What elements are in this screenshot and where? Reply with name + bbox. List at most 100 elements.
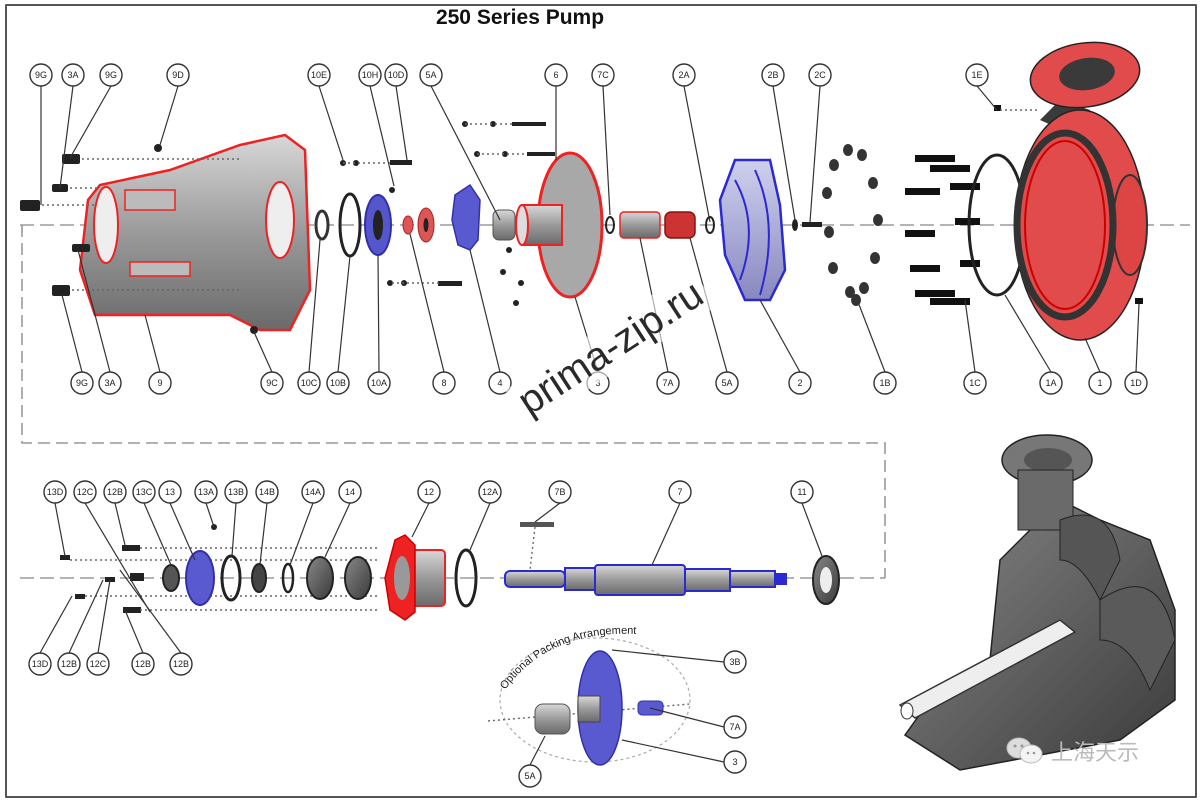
callout-label: 3A <box>104 378 115 388</box>
callout-leader-line <box>97 579 111 654</box>
callout-9: 9 <box>148 371 172 395</box>
bearing-housing-12 <box>384 534 446 621</box>
callout-11: 11 <box>790 480 814 504</box>
callout-13d: 13D <box>43 480 67 504</box>
callout-label: 13C <box>136 487 153 497</box>
callout-2: 2 <box>788 371 812 395</box>
callout-label: 9G <box>105 70 117 80</box>
seal-8a <box>402 215 414 235</box>
callout-label: 2 <box>797 378 802 388</box>
callout-leader-line <box>231 502 237 557</box>
callout-label: 10B <box>330 378 346 388</box>
callout-leader-line <box>124 609 144 654</box>
callout-14: 14 <box>338 480 362 504</box>
callout-10c: 10C <box>297 371 321 395</box>
callout-label: 2A <box>678 70 689 80</box>
callout-leader-line <box>308 239 321 373</box>
impeller-hardware <box>792 219 822 231</box>
callout-label: 13D <box>47 487 64 497</box>
callout-leader-line <box>651 502 681 566</box>
seal-hardware <box>340 160 462 286</box>
callout-leader-line <box>469 502 491 551</box>
packing-callout-3: 3 <box>723 750 747 774</box>
callout-leader-line <box>1084 337 1101 373</box>
callout-label: 3B <box>729 657 740 667</box>
packing-leader-line <box>529 735 546 766</box>
callout-leader-line <box>253 331 273 373</box>
callout-label: 7 <box>677 487 682 497</box>
callout-leader-line <box>430 85 501 221</box>
callout-leader-line <box>809 85 821 223</box>
callout-6: 6 <box>544 63 568 87</box>
callout-leader-line <box>289 502 314 566</box>
callout-2c: 2C <box>808 63 832 87</box>
callout-10a: 10A <box>367 371 391 395</box>
callout-9g: 9G <box>99 63 123 87</box>
callout-leader-line <box>337 255 351 373</box>
callout-label: 13B <box>228 487 244 497</box>
packing-callout-7a: 7A <box>723 715 747 739</box>
callout-leader-line <box>84 502 151 613</box>
callout-leader-line <box>602 85 611 216</box>
callout-label: 13D <box>32 659 49 669</box>
callout-leader-line <box>54 502 66 557</box>
callout-leader-line <box>395 85 408 161</box>
stuffing-box-cover-3 <box>515 151 604 299</box>
sleeve-7a <box>619 211 661 239</box>
callout-leader-line <box>169 502 196 561</box>
callout-label: 5A <box>425 70 436 80</box>
callout-label: 5A <box>721 378 732 388</box>
callout-12b: 12B <box>169 652 193 676</box>
callout-label: 2B <box>767 70 778 80</box>
callout-1b: 1B <box>873 371 897 395</box>
optional-packing-group: Optional Packing Arrangement <box>487 625 691 766</box>
callout-1: 1 <box>1088 371 1112 395</box>
callout-leader-line <box>39 595 73 654</box>
o-ring-12a <box>454 548 478 608</box>
callout-12: 12 <box>417 480 441 504</box>
callout-13c: 13C <box>132 480 156 504</box>
callout-label: 7A <box>662 378 673 388</box>
callout-10b: 10B <box>326 371 350 395</box>
studs-1c <box>905 155 980 305</box>
o-ring-13b <box>220 554 242 602</box>
seal-10c <box>314 209 330 241</box>
callout-9c: 9C <box>260 371 284 395</box>
callout-7c: 7C <box>591 63 615 87</box>
callout-12b: 12B <box>131 652 155 676</box>
callout-leader-line <box>964 299 976 373</box>
brand-badge: 上海天示 <box>1005 735 1139 767</box>
callout-1a: 1A <box>1039 371 1063 395</box>
bolt-ring-1b <box>822 144 883 306</box>
locknut-14b <box>251 563 267 593</box>
callout-2a: 2A <box>672 63 696 87</box>
callout-3a: 3A <box>98 371 122 395</box>
bearing-14a <box>306 556 334 600</box>
callout-label: 10E <box>311 70 327 80</box>
callout-leader-line <box>159 85 179 146</box>
callout-leader-line <box>409 233 445 373</box>
callout-leader-line <box>976 85 998 111</box>
callout-leader-line <box>69 85 112 159</box>
callout-leader-line <box>324 502 351 558</box>
callout-label: 3A <box>67 70 78 80</box>
o-ring-2a <box>705 216 715 234</box>
callout-label: 1D <box>1130 378 1142 388</box>
callout-label: 4 <box>497 378 502 388</box>
callout-leader-line <box>857 301 886 373</box>
callout-5a: 5A <box>715 371 739 395</box>
spring-5a <box>492 209 516 241</box>
callout-14a: 14A <box>301 480 325 504</box>
callout-12b: 12B <box>57 652 81 676</box>
callout-5a: 5A <box>419 63 443 87</box>
callout-9d: 9D <box>166 63 190 87</box>
packing-leader-line <box>611 649 725 663</box>
callout-leader-line <box>683 85 711 223</box>
callout-label: 1A <box>1045 378 1056 388</box>
callout-label: 8 <box>441 378 446 388</box>
callout-label: 12 <box>424 487 434 497</box>
callout-label: 1B <box>879 378 890 388</box>
cover-bolts <box>462 121 555 306</box>
callout-label: 14A <box>305 487 321 497</box>
